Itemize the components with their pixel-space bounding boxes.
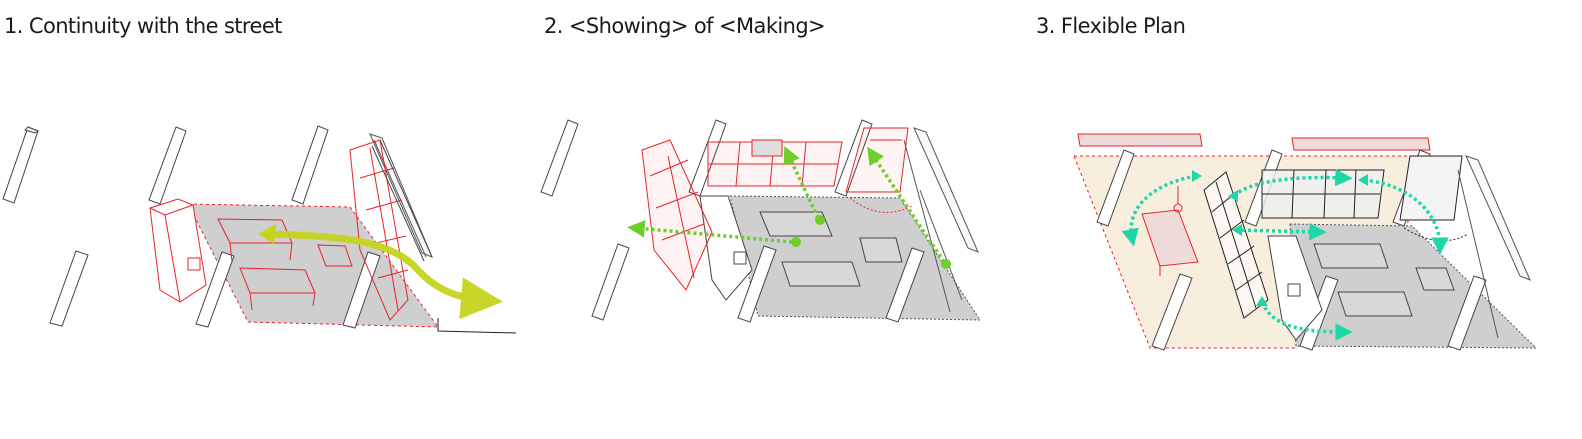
red-furniture [149,139,409,321]
column-group [540,119,925,323]
street-wall [1457,155,1531,339]
flex-flows [1121,168,1449,341]
panel-2-diagram [540,119,981,323]
kitchen-block [699,195,753,301]
tables [759,211,903,287]
panel-2-title: 2. <Showing> of <Making> [544,14,826,38]
red-shelf-tower [641,139,713,291]
column-group [2,125,381,329]
wall-panels [371,139,433,262]
panel-1-diagram [2,125,517,334]
continuity-arrow [262,230,503,320]
path-dots [791,215,951,269]
street-edge [437,318,517,334]
making-paths [627,146,946,263]
panel-1-title: 1. Continuity with the street [4,14,282,38]
movable-table [1141,186,1199,276]
ceiling-panels [1077,133,1431,151]
street-wall [903,127,979,313]
red-shelf-long [707,139,843,187]
continuity-arrowhead-start [258,224,276,244]
panel-3-diagram [1073,133,1538,351]
shelf-tower [1203,171,1269,319]
street-wall [369,133,433,258]
kitchen-block [1267,235,1323,341]
panel-3-title: 3. Flexible Plan [1036,14,1186,38]
flow-arrowheads [1192,170,1368,306]
tables [1313,243,1455,317]
